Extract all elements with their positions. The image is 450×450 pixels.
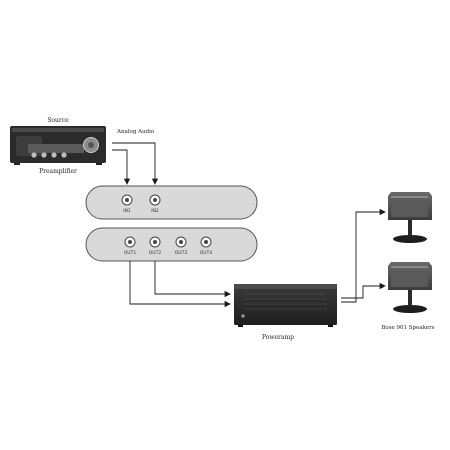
output-label-2: OUT2 — [149, 250, 162, 256]
input-label-1: IN1 — [123, 208, 131, 214]
output-label-1: OUT1 — [124, 250, 137, 256]
input-label-2: IN2 — [151, 208, 159, 214]
output-jack-3 — [175, 236, 187, 248]
poweramp-to-speakers-connections — [341, 208, 386, 303]
output-panel — [85, 227, 258, 262]
output-label-3: OUT3 — [175, 250, 188, 256]
analog-audio-label: Analog Audio — [116, 129, 155, 135]
speaker-1 — [388, 192, 432, 243]
output-to-poweramp-connections — [129, 261, 231, 308]
poweramp-device — [234, 284, 337, 327]
output-label-4: OUT4 — [200, 250, 213, 256]
speaker-2 — [388, 262, 432, 313]
output-jack-4 — [200, 236, 212, 248]
input-jack-2 — [149, 194, 161, 206]
input-panel — [85, 185, 258, 220]
source-title: Source — [47, 117, 69, 124]
output-jack-2 — [149, 236, 161, 248]
preamplifier-label: Preamplifier — [39, 168, 77, 175]
speakers-label: Bose 901 Speakers — [381, 325, 434, 331]
output-jack-1 — [124, 236, 136, 248]
analog-audio-connections — [112, 142, 159, 185]
input-jack-1 — [121, 194, 133, 206]
poweramp-label: Poweramp — [262, 334, 294, 341]
preamplifier-device — [10, 126, 106, 165]
